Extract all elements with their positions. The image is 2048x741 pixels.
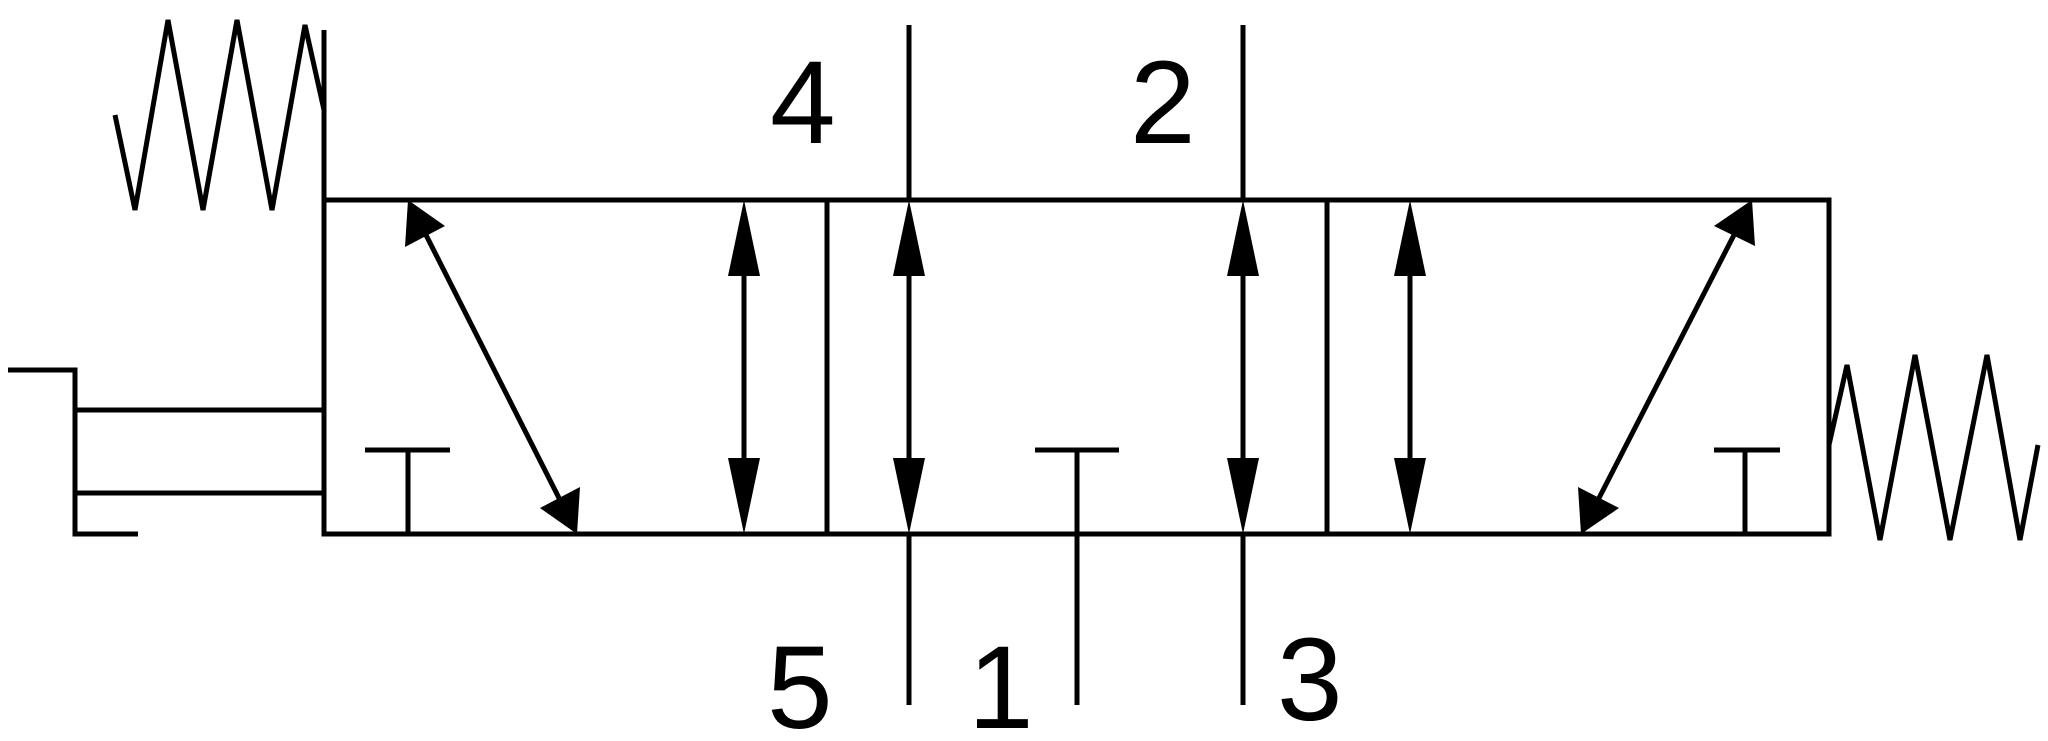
center-flow-2-3-arrowhead-bottom — [1227, 458, 1259, 534]
port-5-label: 5 — [767, 622, 833, 741]
right-vertical-arrowhead-bottom — [1394, 458, 1426, 534]
left-diagonal-flow-line — [422, 231, 563, 502]
port-4-label: 4 — [770, 37, 836, 169]
left-vertical-arrowhead-bottom — [728, 458, 760, 534]
left-vertical-arrowhead-top — [728, 200, 760, 276]
center-flow-4-5-arrowhead-bottom — [893, 458, 925, 534]
right-spring-icon — [1826, 354, 2041, 541]
right-diagonal-arrowhead-bottom — [1578, 487, 1619, 534]
left-actuator-detent-icon — [8, 367, 138, 537]
right-diagonal-arrowhead-top — [1714, 200, 1755, 246]
port-2-label: 2 — [1130, 37, 1196, 169]
center-flow-4-5-arrowhead-top — [893, 200, 925, 276]
top-left-spring-icon — [112, 19, 327, 211]
port-1-label: 1 — [968, 622, 1034, 741]
center-flow-2-3-arrowhead-top — [1227, 200, 1259, 276]
port-3-label: 3 — [1277, 614, 1343, 741]
left-diagonal-arrowhead-bottom — [540, 487, 580, 534]
right-vertical-arrowhead-top — [1394, 200, 1426, 276]
right-diagonal-flow-line — [1595, 231, 1738, 502]
left-diagonal-arrowhead-top — [405, 200, 445, 247]
